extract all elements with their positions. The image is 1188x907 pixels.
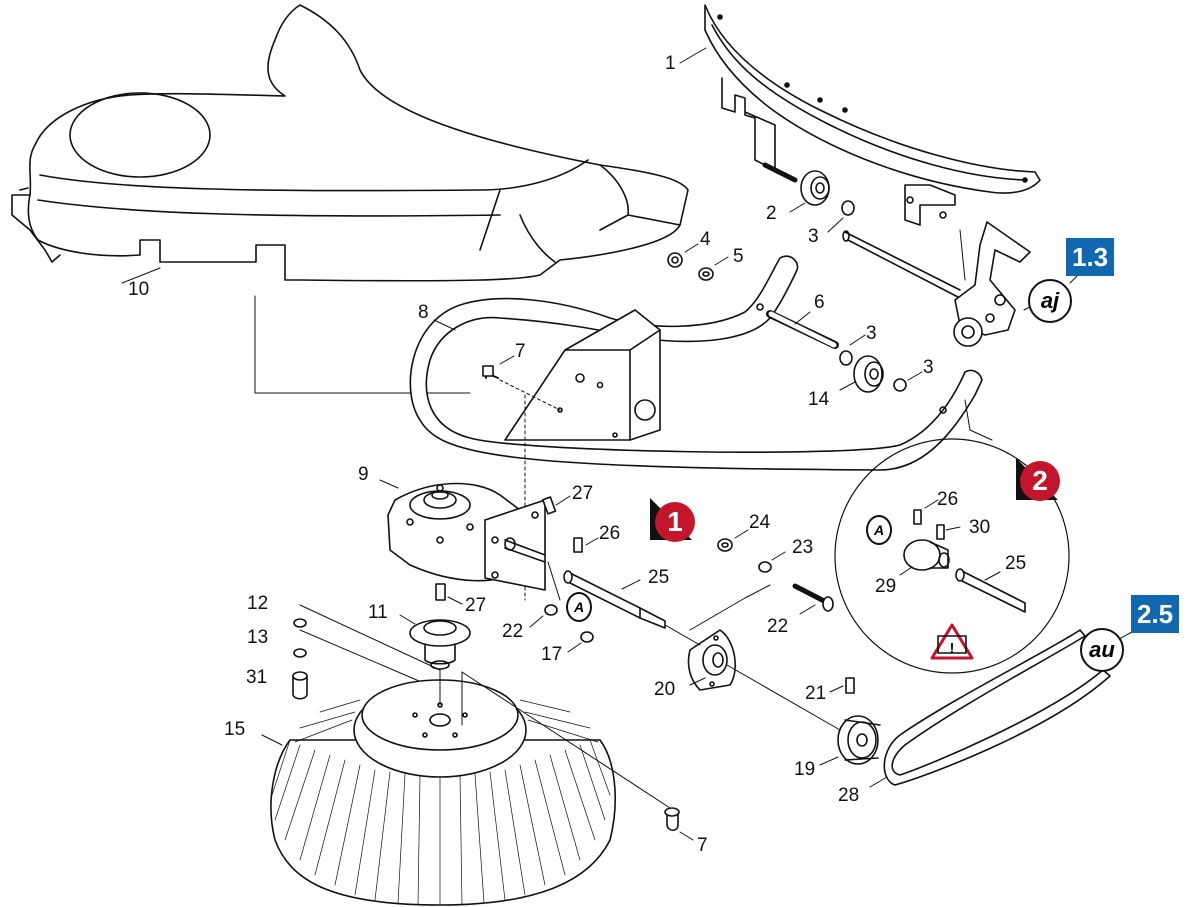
part-label: 25 — [1005, 553, 1027, 574]
part-label: 23 — [792, 537, 814, 558]
part-label: 27 — [572, 483, 594, 504]
badge-a-detail: A — [866, 515, 892, 545]
part-label: 4 — [700, 229, 711, 250]
part-label: 28 — [838, 785, 860, 806]
part-label: 15 — [224, 719, 246, 740]
part-label: 26 — [937, 489, 959, 510]
brush-bristles — [271, 699, 611, 906]
part-label: 8 — [418, 302, 429, 323]
gear-motor — [387, 482, 546, 591]
part-label: 13 — [247, 627, 269, 648]
reference-box-1-3[interactable]: 1.3 — [1066, 238, 1115, 276]
part-label: 3 — [866, 323, 877, 344]
side-brush — [270, 679, 616, 906]
part-label: 24 — [749, 512, 771, 533]
bow-frame — [409, 255, 983, 471]
brush-hub — [409, 619, 471, 670]
part-label: 3 — [808, 226, 819, 247]
warning-icon: ! — [950, 640, 955, 657]
step-marker-2: 2 — [1020, 461, 1060, 501]
part-label: 9 — [358, 464, 369, 485]
part-label: 22 — [502, 621, 524, 642]
part-label: 7 — [515, 341, 526, 362]
part-label: 11 — [368, 602, 388, 623]
badge-aj: aj — [1028, 279, 1072, 323]
badge-au: au — [1080, 628, 1124, 672]
part-label: 1 — [665, 53, 676, 74]
hood-cover — [11, 4, 689, 282]
part-label: 30 — [969, 517, 991, 538]
part-label: 21 — [805, 683, 827, 704]
part-label: 31 — [246, 667, 268, 688]
part-label: 10 — [128, 279, 150, 300]
part-label: 14 — [808, 389, 830, 410]
reference-box-2-5[interactable]: 2.5 — [1131, 595, 1180, 633]
part-label: 22 — [767, 616, 789, 637]
part-label: 27 — [465, 595, 487, 616]
frame-bar — [704, 4, 1041, 226]
part-label: 12 — [247, 593, 269, 614]
part-label: 20 — [654, 679, 676, 700]
part-label: 29 — [875, 576, 897, 597]
part-label: 2 — [766, 203, 777, 224]
badge-a: A — [566, 592, 592, 622]
part-label: 3 — [923, 357, 934, 378]
part-label: 26 — [599, 523, 621, 544]
part-label: 6 — [814, 292, 825, 313]
part-label: 17 — [541, 644, 563, 665]
part-label: 5 — [733, 246, 744, 267]
step-marker-1: 1 — [655, 502, 695, 542]
part-label: 19 — [794, 759, 816, 780]
part-label: 7 — [697, 835, 708, 856]
part-label: 25 — [648, 567, 670, 588]
